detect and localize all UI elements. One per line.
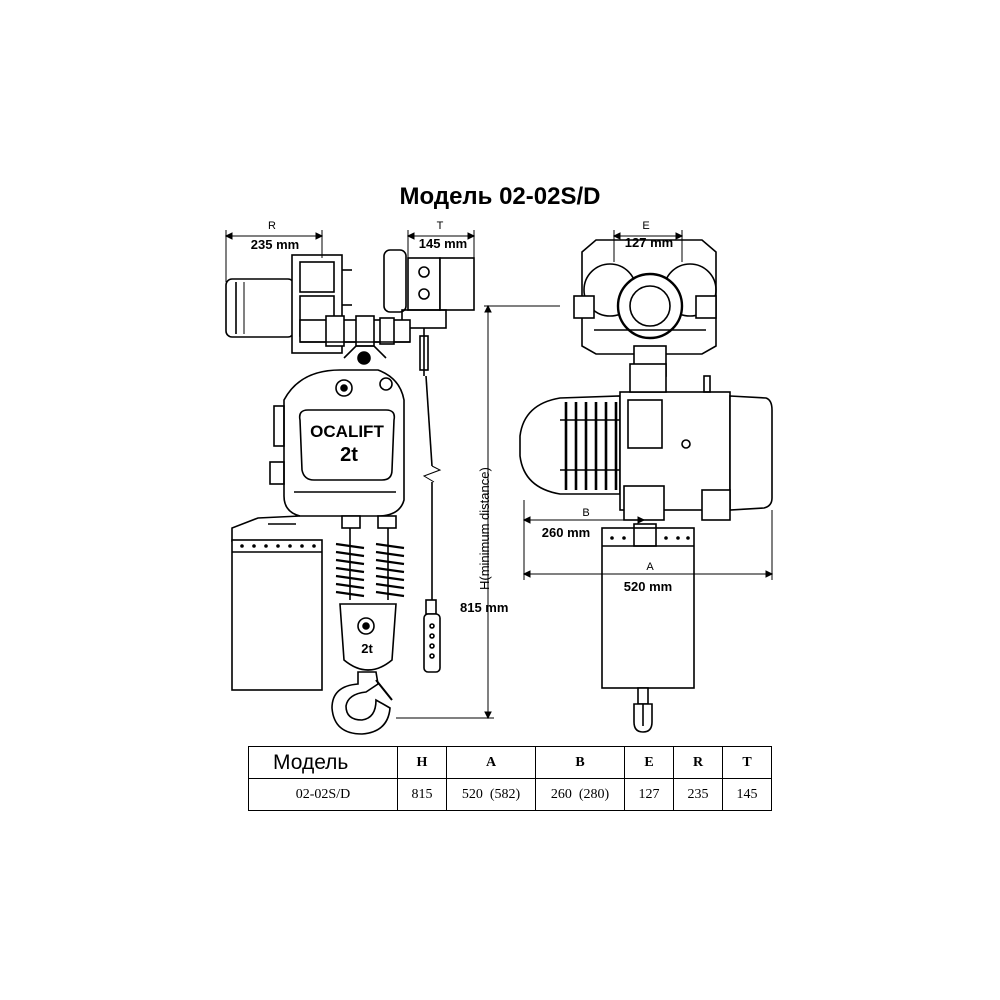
chain-container-front: [601, 523, 695, 689]
page-title: Модель 02-02S/D: [399, 183, 601, 210]
hoist-gearbox: [619, 363, 773, 521]
dimension-t-value: 145 mm: [419, 236, 467, 251]
cell-h: 815: [397, 778, 447, 811]
cell-b: 260 (280): [535, 778, 625, 811]
container-rivets-front: [610, 536, 690, 540]
dimension-h-caption: H(minimum distance): [477, 467, 492, 590]
trolley-axle: [299, 315, 411, 347]
header-a: A: [446, 746, 536, 779]
hook-block: 2t: [339, 603, 397, 671]
trolley-gearbox: [383, 249, 475, 329]
dimension-b-letter: B: [582, 507, 589, 519]
brand-capacity: 2t: [340, 444, 358, 466]
header-r: R: [673, 746, 723, 779]
hook: [331, 671, 393, 735]
spec-table: Модель H A B E R T 02-02S/D 815 520 (582…: [248, 746, 772, 811]
side-view: OCALIFT 2t: [224, 220, 560, 735]
dimension-e: E 127 mm: [612, 220, 684, 262]
dimension-h-value: 815 mm: [460, 600, 508, 615]
cell-e: 127: [624, 778, 674, 811]
dimension-t: T 145 mm: [406, 220, 476, 258]
dimension-b-value: 260 mm: [542, 525, 590, 540]
header-e: E: [624, 746, 674, 779]
dimension-a-letter: A: [646, 561, 654, 573]
brand-logo: OCALIFT: [310, 422, 384, 441]
dimension-a: A 520 mm: [522, 510, 774, 594]
header-b: B: [535, 746, 625, 779]
cell-r: 235: [673, 778, 723, 811]
dimension-e-value: 127 mm: [625, 235, 673, 250]
hook-block-label: 2t: [361, 641, 373, 656]
header-h: H: [397, 746, 447, 779]
header-t: T: [722, 746, 772, 779]
cell-t: 145: [722, 778, 772, 811]
dimension-r-letter: R: [268, 220, 276, 232]
dimension-t-letter: T: [437, 220, 444, 232]
trolley-front: [573, 239, 717, 377]
header-model: Модель: [248, 746, 398, 779]
table-header-row: Модель H A B E R T: [248, 746, 772, 779]
table-row: 02-02S/D 815 520 (582) 260 (280) 127 235…: [248, 778, 772, 811]
front-view: E 127 mm: [519, 220, 774, 733]
cell-model: 02-02S/D: [248, 778, 398, 811]
hook-front: [633, 687, 653, 733]
dimension-e-letter: E: [642, 220, 649, 232]
suspension-link: [343, 345, 387, 365]
chain-container: [231, 515, 323, 691]
brand-plate: OCALIFT 2t: [298, 409, 396, 481]
dimension-r-value: 235 mm: [251, 237, 299, 252]
container-rivets: [240, 544, 316, 548]
dimension-r: R 235 mm: [224, 220, 324, 282]
pendant-control: [419, 328, 442, 673]
hoist-motor: [519, 395, 621, 495]
chain-springs: [335, 515, 405, 600]
dimension-b: B 260 mm: [522, 500, 646, 580]
dimension-a-value: 520 mm: [624, 579, 672, 594]
dimension-h: H(minimum distance) 815 mm: [396, 304, 560, 720]
cell-a: 520 (582): [446, 778, 536, 811]
